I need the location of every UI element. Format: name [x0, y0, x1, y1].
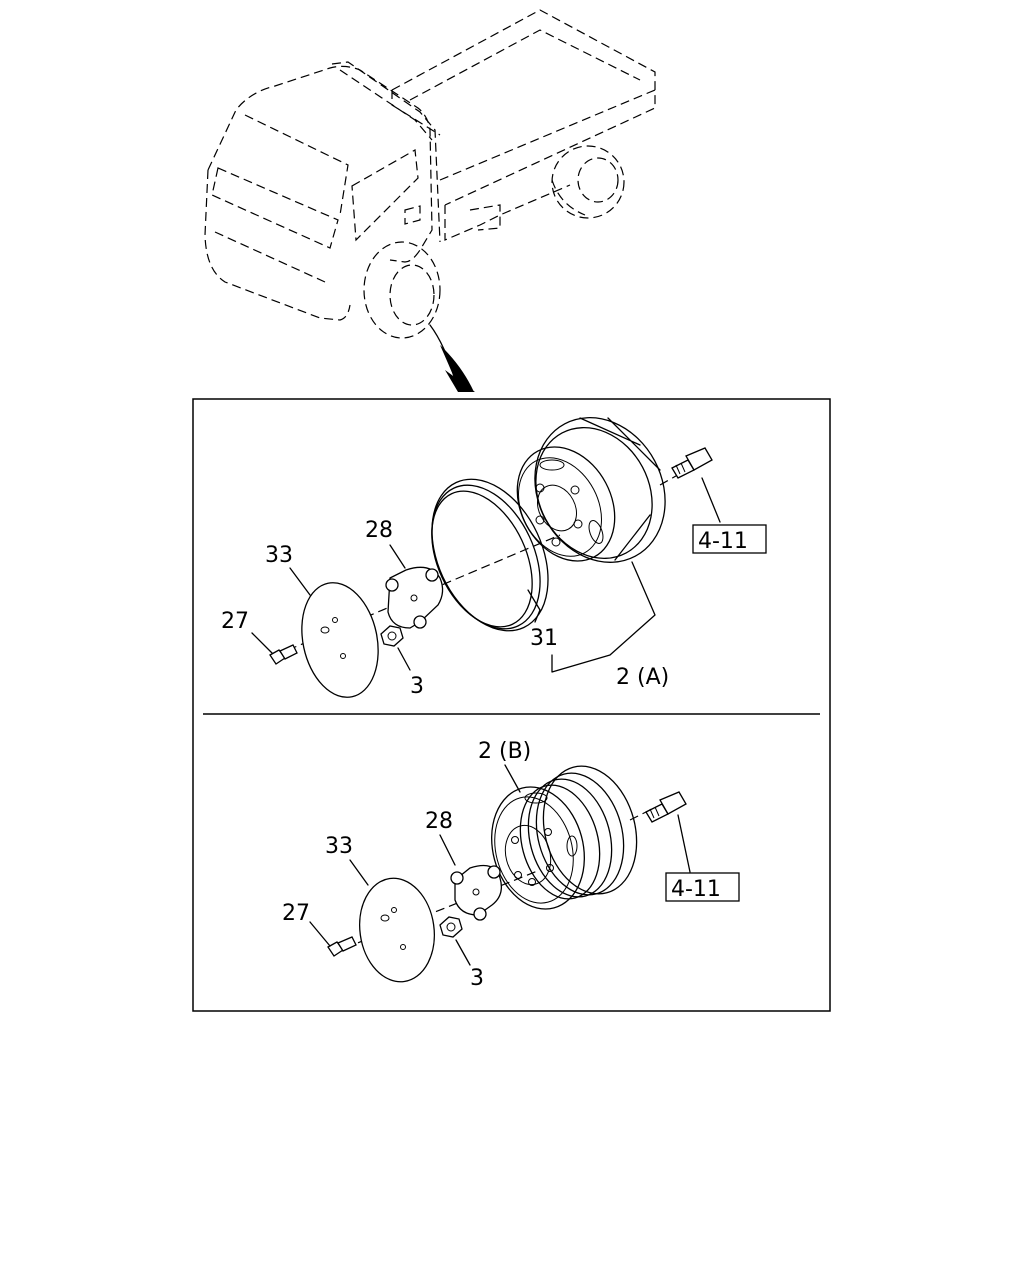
wheel-stud — [671, 447, 713, 479]
label-2b: 2 (B) — [478, 739, 531, 764]
diagram-frame — [192, 398, 831, 1012]
bolt-27 — [269, 644, 298, 665]
panel-a-assembly: 33 28 27 3 31 2 (A) 4-11 — [221, 417, 767, 699]
panel-b-leaders — [309, 764, 691, 966]
label-33-a: 33 — [265, 543, 293, 568]
shield-disc-33 — [301, 582, 379, 698]
wheel-rim-a — [516, 417, 666, 563]
label-2a: 2 (A) — [616, 665, 669, 690]
hub-plate-28-b — [450, 864, 503, 921]
label-27-a: 27 — [221, 609, 249, 634]
label-28-b: 28 — [425, 809, 453, 834]
label-3-b: 3 — [470, 966, 484, 991]
label-28-a: 28 — [365, 518, 393, 543]
wheel-stud-b — [645, 791, 687, 823]
bolt-27-b — [327, 936, 357, 957]
panel-b-assembly: 2 (B) 28 33 27 3 4-11 — [282, 739, 740, 991]
callout-arrow — [429, 324, 475, 392]
panel-a-leaders — [251, 477, 721, 673]
label-3-a: 3 — [410, 674, 424, 699]
nut-3-b — [439, 916, 463, 938]
lock-ring-31 — [431, 478, 549, 632]
nut-3 — [380, 625, 404, 647]
ref-box-b — [665, 872, 740, 902]
label-31-a: 31 — [530, 626, 558, 651]
truck-overview — [204, 9, 656, 339]
ref-box-a — [692, 524, 767, 554]
wheel-rim-b — [491, 765, 638, 910]
ref-label-b: 4-11 — [671, 877, 721, 902]
label-27-b: 27 — [282, 901, 310, 926]
hub-plate-28 — [385, 566, 444, 629]
shield-disc-33-b — [359, 877, 435, 983]
label-33-b: 33 — [325, 834, 353, 859]
ref-label-a: 4-11 — [698, 529, 748, 554]
